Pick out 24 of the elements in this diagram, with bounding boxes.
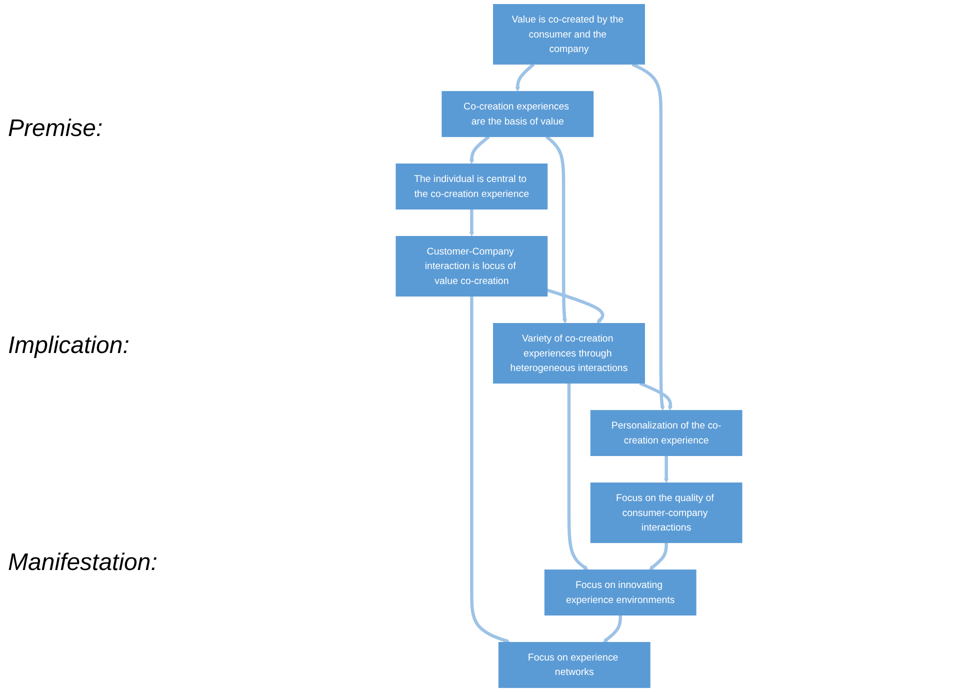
arrow bbox=[602, 615, 622, 642]
arrow bbox=[468, 136, 490, 164]
node-box: Personalization of the co-creation experience bbox=[590, 410, 742, 456]
row-heading: Implication: bbox=[8, 332, 130, 360]
arrow bbox=[514, 63, 534, 92]
arrow bbox=[638, 382, 672, 411]
node-box: Focus on the quality of consumer-company interactions bbox=[590, 482, 742, 544]
node-box: Co-creation experiences are the basis of value bbox=[441, 91, 594, 138]
node-box: Customer-Company interaction is locus of value co-creation bbox=[395, 236, 548, 297]
arrow bbox=[544, 136, 567, 324]
node-box: Variety of co-creation experiences through heterogeneous interactions bbox=[492, 323, 644, 384]
node-box: Focus on experience networks bbox=[498, 642, 650, 688]
row-heading: Premise: bbox=[8, 114, 104, 143]
arrow bbox=[648, 542, 668, 570]
row-heading: Manifestation: bbox=[8, 549, 158, 578]
arrow bbox=[663, 456, 668, 483]
arrow bbox=[631, 62, 664, 411]
node-box: The individual is central to the co-creation experience bbox=[395, 164, 548, 210]
arrow bbox=[566, 383, 588, 570]
node-box: Value is co-created by the consumer and the company bbox=[492, 4, 644, 65]
arrow bbox=[470, 296, 510, 644]
arrow bbox=[468, 209, 474, 236]
arrow bbox=[546, 288, 604, 324]
node-box: Focus on innovating experience environments bbox=[544, 570, 696, 616]
